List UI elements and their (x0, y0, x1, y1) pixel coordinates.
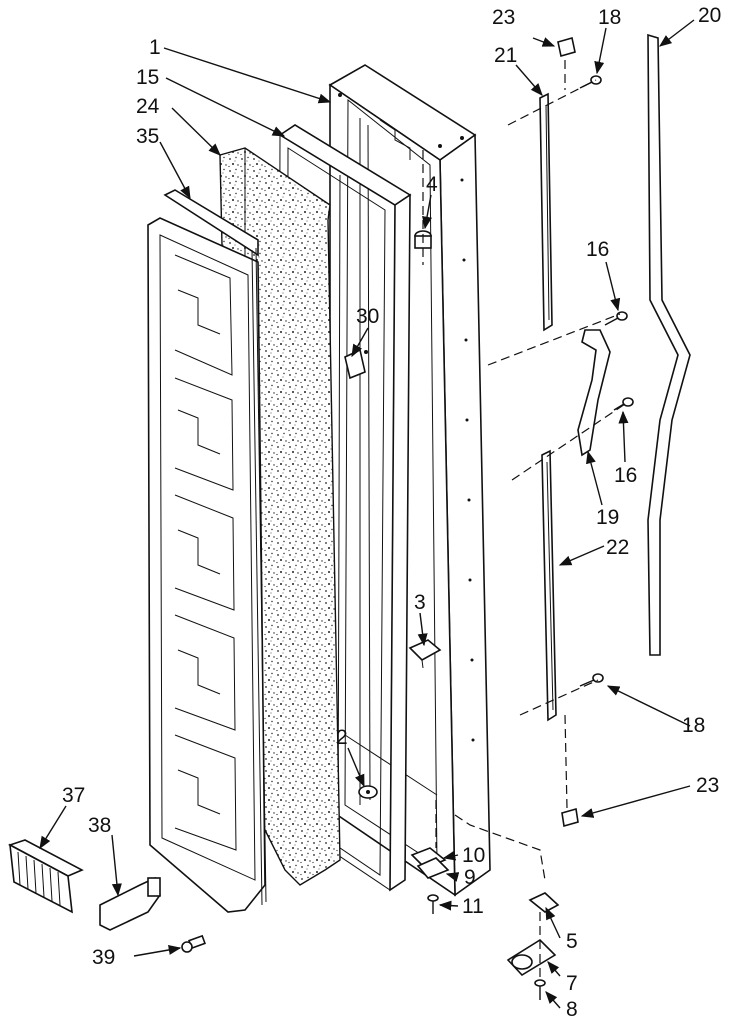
leader-arrows (39, 19, 695, 1009)
handle-part-19 (577, 329, 611, 457)
callout-11: 11 (462, 895, 484, 918)
callout-7: 7 (566, 972, 578, 995)
grille-part-37 (7, 839, 84, 914)
door-rivets (460, 178, 475, 742)
screw-part-39 (181, 934, 206, 953)
callout-5: 5 (566, 930, 578, 953)
callout-23-bottom: 23 (696, 774, 719, 797)
liner-shelf-bays (174, 254, 237, 851)
callout-18-bottom: 18 (682, 714, 705, 737)
callout-30: 30 (356, 305, 379, 328)
end-cap-part-23-bottom (561, 807, 579, 828)
right-alignment-dashlines (487, 60, 629, 809)
stop-part-2 (358, 785, 378, 799)
callout-38: 38 (88, 814, 111, 837)
cam-part-5 (528, 892, 560, 913)
callout-24: 24 (136, 95, 160, 118)
callout-20: 20 (698, 4, 721, 27)
cover-part-38 (99, 876, 161, 931)
end-cap-part-23-top (557, 36, 576, 58)
inner-door-liner (147, 189, 267, 913)
lower-handle-rail-part-22 (541, 449, 557, 722)
screw-part-11 (427, 894, 439, 914)
callout-37: 37 (62, 784, 85, 807)
callout-18-top: 18 (598, 6, 621, 29)
callout-labels: 1 15 24 35 4 30 3 2 10 9 11 23 18 20 21 … (62, 4, 721, 1021)
outer-door-panel (328, 64, 491, 897)
callout-15: 15 (136, 66, 159, 89)
callout-35: 35 (136, 125, 159, 148)
callout-16-top: 16 (586, 238, 609, 261)
callout-10: 10 (462, 844, 485, 867)
plug-part-4 (414, 150, 432, 265)
screw-part-16-top (604, 311, 628, 326)
callout-16-bottom: 16 (614, 464, 637, 487)
callout-8: 8 (566, 998, 578, 1021)
callout-19: 19 (596, 506, 619, 529)
callout-3: 3 (414, 591, 426, 614)
callout-22: 22 (606, 536, 629, 559)
screw-part-16-bottom (613, 397, 634, 411)
upper-handle-rail-part-21 (539, 92, 553, 332)
trim-strip-part-20 (647, 33, 691, 656)
shim-part-9 (416, 857, 450, 879)
callout-4: 4 (426, 173, 438, 196)
screw-part-8 (534, 979, 546, 1000)
hinge-part-7 (506, 912, 557, 985)
callout-2: 2 (336, 726, 348, 749)
callout-39: 39 (92, 946, 115, 969)
callout-1: 1 (149, 36, 161, 59)
callout-9: 9 (464, 866, 476, 889)
callout-23-top: 23 (492, 6, 515, 29)
screw-part-18-bottom (579, 673, 604, 687)
callout-21: 21 (494, 44, 517, 67)
